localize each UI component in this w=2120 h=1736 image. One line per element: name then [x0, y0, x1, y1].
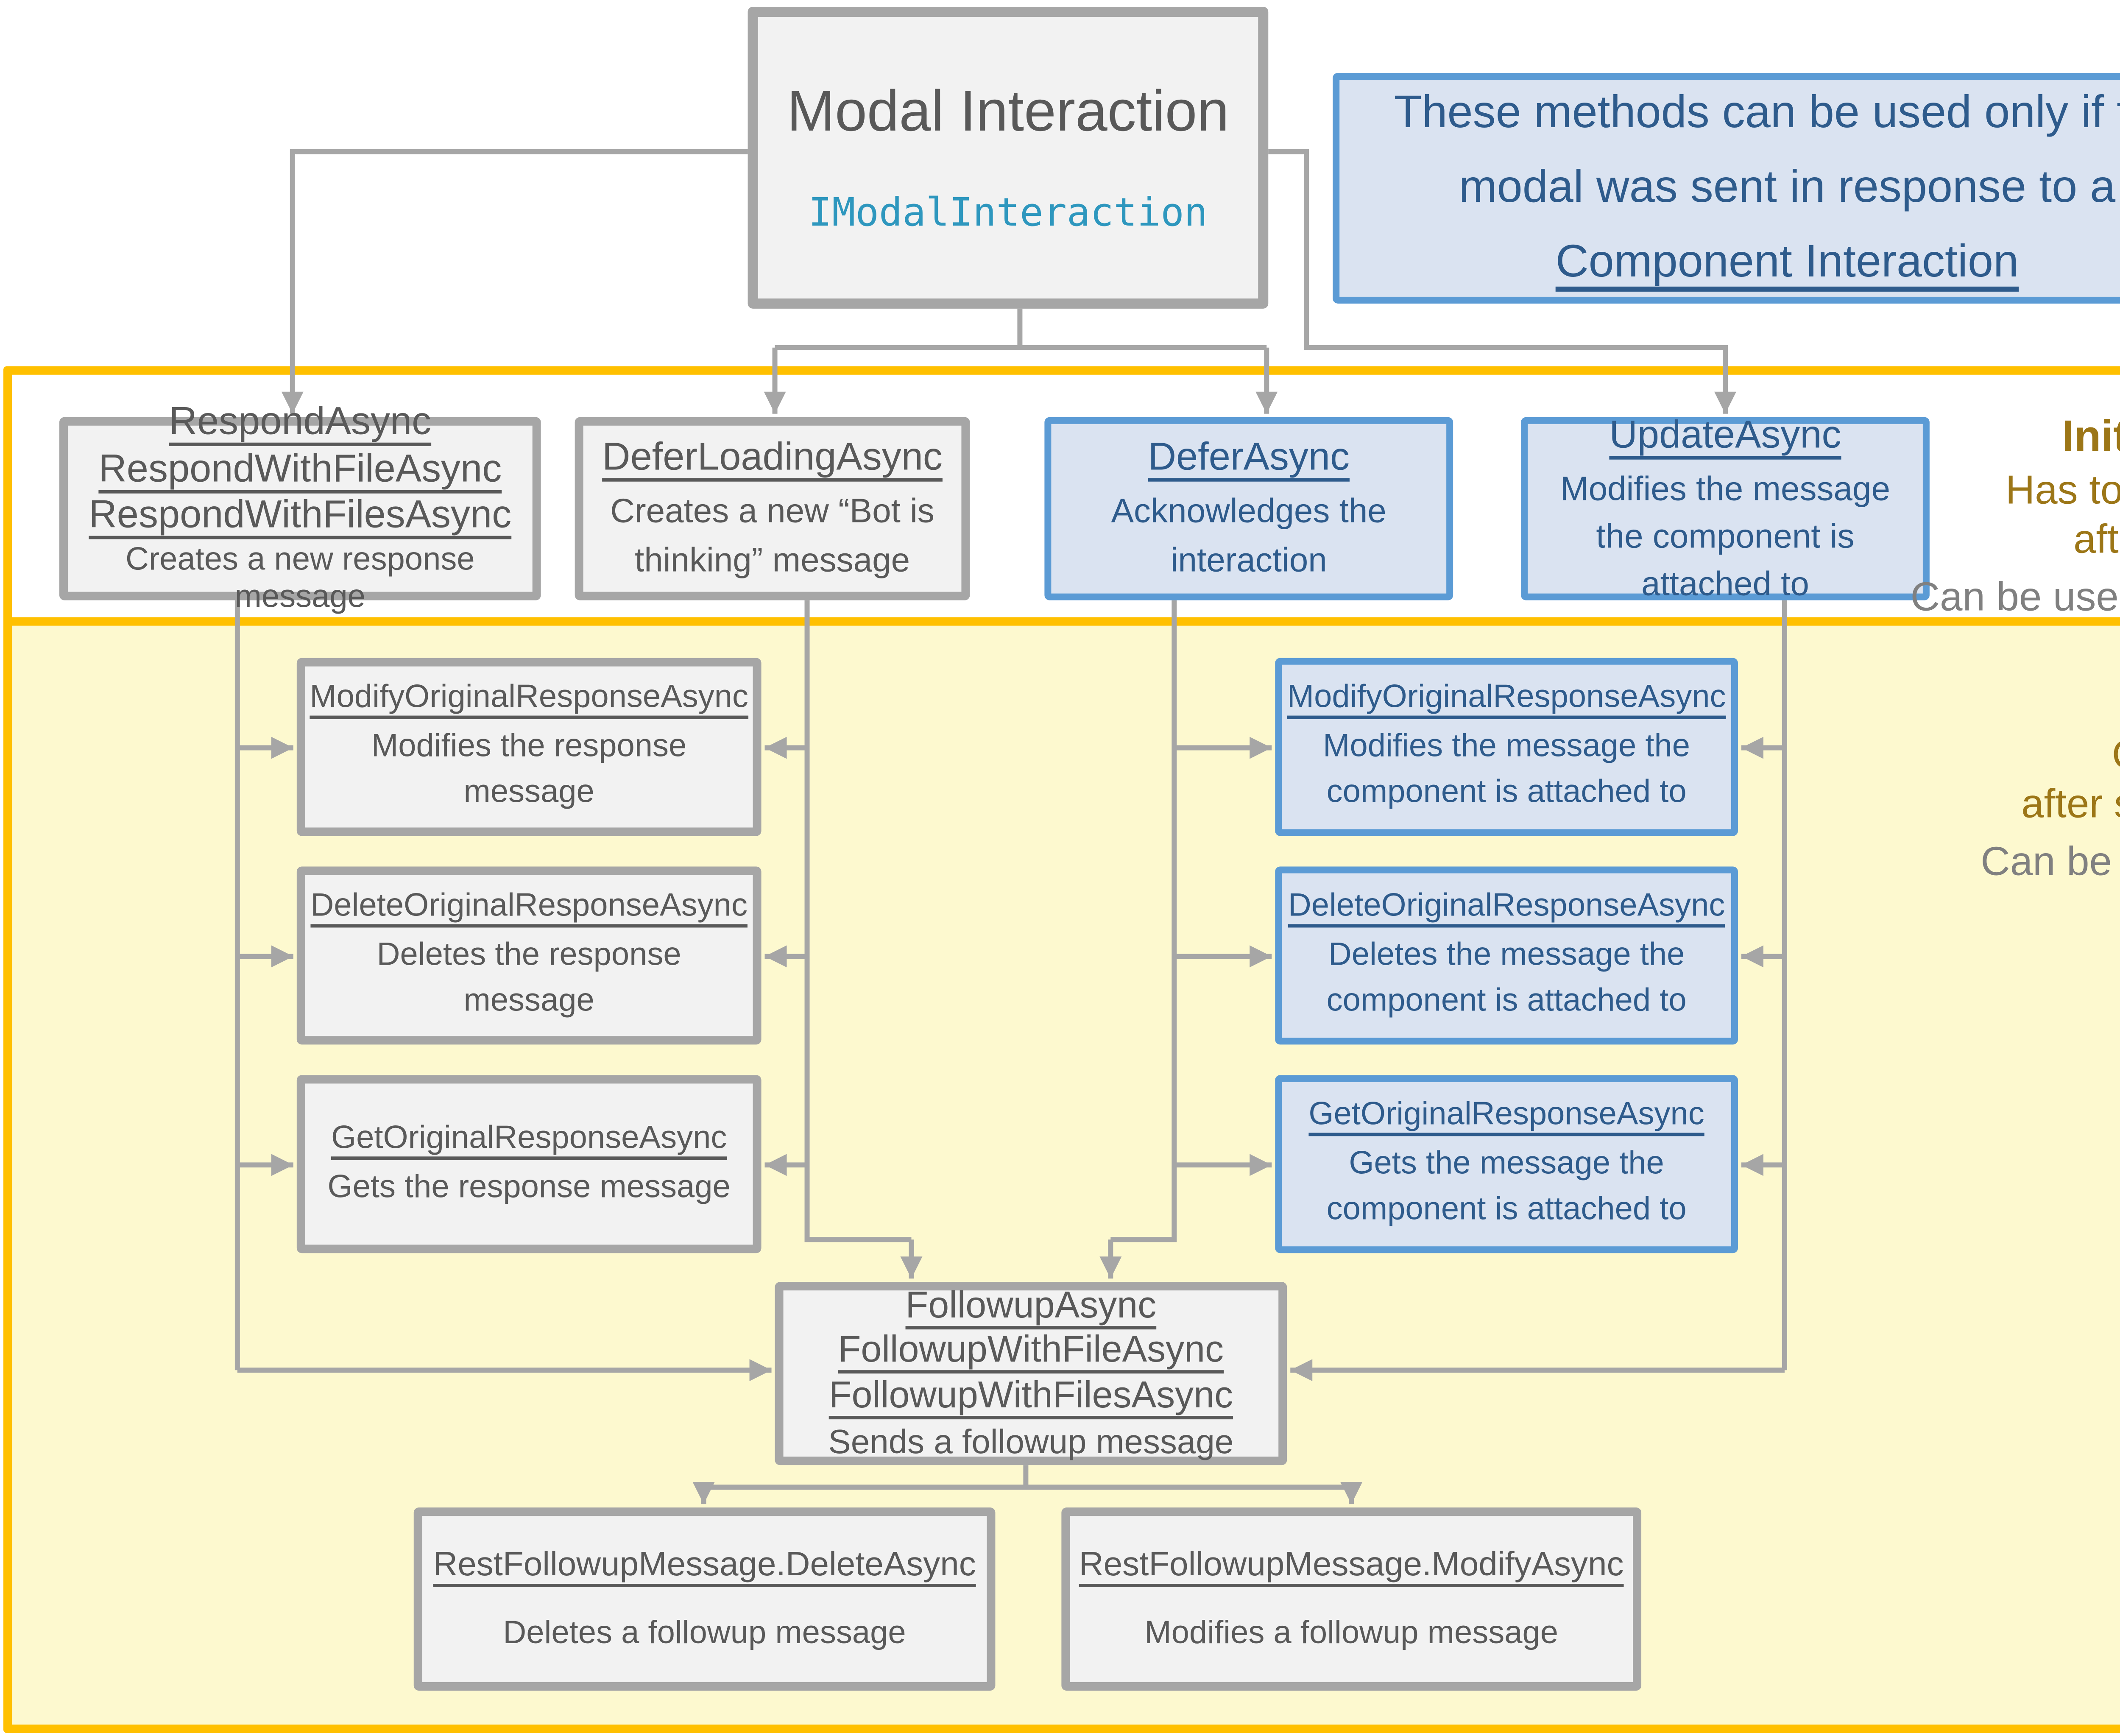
note-line: These methods can be used only if the	[1394, 87, 2120, 138]
component-interaction-link[interactable]: Component Interaction	[1555, 235, 2019, 287]
method-description: Modifies a followup message	[1144, 1615, 1559, 1651]
followup-section-note: after sending an initial response	[2021, 781, 2120, 828]
method-description: Deletes the message the component is att…	[1326, 938, 1687, 1019]
box-defer-async: DeferAsync Acknowledges the interaction	[1044, 417, 1453, 600]
method-description: Deletes the response message	[377, 938, 681, 1019]
method-description: Creates a new “Bot is thinking” message	[610, 494, 934, 581]
method-link[interactable]: RestFollowupMessage.ModifyAsync	[1079, 1547, 1624, 1585]
defer-rail	[1110, 600, 1177, 1242]
method-link[interactable]: DeferLoadingAsync	[602, 434, 943, 478]
method-link[interactable]: RestFollowupMessage.DeleteAsync	[433, 1547, 976, 1585]
method-description: Sends a followup message	[828, 1424, 1234, 1462]
note-box: These methods can be used only if the mo…	[1333, 73, 2120, 304]
note-line: modal was sent in response to a	[1459, 161, 2116, 212]
box-update-async: UpdateAsync Modifies the message the com…	[1521, 412, 1930, 604]
method-link[interactable]: ModifyOriginalResponseAsync	[310, 681, 749, 717]
method-link[interactable]: FollowupAsync	[905, 1283, 1157, 1326]
box-followup-async: FollowupAsync FollowupWithFileAsync Foll…	[775, 1282, 1287, 1465]
method-link[interactable]: ModifyOriginalResponseAsync	[1287, 681, 1726, 717]
page-title: Modal Interaction	[787, 80, 1229, 145]
method-description: Modifies the message the component is at…	[1323, 730, 1690, 811]
box-defer-loading-async: DeferLoadingAsync Creates a new “Bot is …	[575, 417, 970, 600]
method-link[interactable]: DeleteOriginalResponseAsync	[1288, 889, 1725, 925]
box-respond-async: RespondAsync RespondWithFileAsync Respon…	[59, 399, 541, 616]
method-link[interactable]: GetOriginalResponseAsync	[1308, 1097, 1704, 1133]
method-link[interactable]: FollowupWithFileAsync	[838, 1328, 1224, 1371]
method-description: Modifies the response message	[371, 730, 687, 811]
defer-loading-rail	[804, 600, 912, 1242]
method-link[interactable]: RespondWithFileAsync	[98, 445, 502, 489]
box-get-original-response-component: GetOriginalResponseAsync Gets the messag…	[1275, 1075, 1738, 1253]
box-get-original-response: GetOriginalResponseAsync Gets the respon…	[296, 1075, 762, 1253]
method-description: Creates a new response message	[125, 542, 475, 616]
method-link[interactable]: GetOriginalResponseAsync	[331, 1120, 727, 1156]
box-rest-followup-modify: RestFollowupMessage.ModifyAsync Modifies…	[1061, 1507, 1642, 1691]
followup-section-note: Can be used in 15 minutes	[1981, 731, 2120, 780]
modal-interaction-box: Modal Interaction IModalInteraction	[748, 6, 1269, 309]
method-link[interactable]: DeleteOriginalResponseAsync	[310, 889, 748, 925]
method-description: Gets the message the component is attach…	[1326, 1147, 1687, 1228]
initial-section-note: Can be used only ones per interaction	[1910, 575, 2120, 621]
arrow-modal-to-update	[1268, 149, 1736, 414]
method-link[interactable]: FollowupWithFilesAsync	[828, 1374, 1233, 1417]
box-rest-followup-delete: RestFollowupMessage.DeleteAsync Deletes …	[413, 1507, 996, 1691]
followup-section-heading: Followup methods	[1981, 673, 2120, 731]
followup-section-label: Followup methods Can be used in 15 minut…	[1981, 673, 2120, 949]
initial-section-heading: Initial Response methods	[2061, 410, 2120, 461]
box-delete-original-response: DeleteOriginalResponseAsync Deletes the …	[296, 866, 762, 1045]
followup-section-note: Can be used multiple times during	[1981, 840, 2120, 886]
followup-section-note: interaction token’s lifetime	[1981, 890, 2120, 949]
method-description: Deletes a followup message	[503, 1615, 906, 1651]
method-link[interactable]: RespondWithFilesAsync	[89, 491, 512, 536]
box-delete-original-response-component: DeleteOriginalResponseAsync Deletes the …	[1275, 866, 1738, 1045]
method-description: Acknowledges the interaction	[1111, 494, 1386, 581]
arrow-modal-to-respond	[281, 149, 748, 414]
method-link[interactable]: UpdateAsync	[1609, 412, 1841, 456]
method-link[interactable]: RespondAsync	[169, 399, 432, 444]
method-description: Gets the response message	[327, 1169, 731, 1206]
method-description: Modifies the message the component is at…	[1560, 472, 1890, 604]
box-modify-original-response: ModifyOriginalResponseAsync Modifies the…	[296, 658, 762, 836]
interface-name: IModalInteraction	[808, 192, 1208, 236]
initial-section-note: after receiving the interaction	[2073, 517, 2120, 563]
initial-section-note: Has to be executed in 3 seconds	[2005, 467, 2120, 514]
initial-section-label: Initial Response methods Has to be execu…	[1911, 409, 2120, 625]
box-modify-original-response-component: ModifyOriginalResponseAsync Modifies the…	[1275, 658, 1738, 836]
method-link[interactable]: DeferAsync	[1148, 434, 1350, 478]
